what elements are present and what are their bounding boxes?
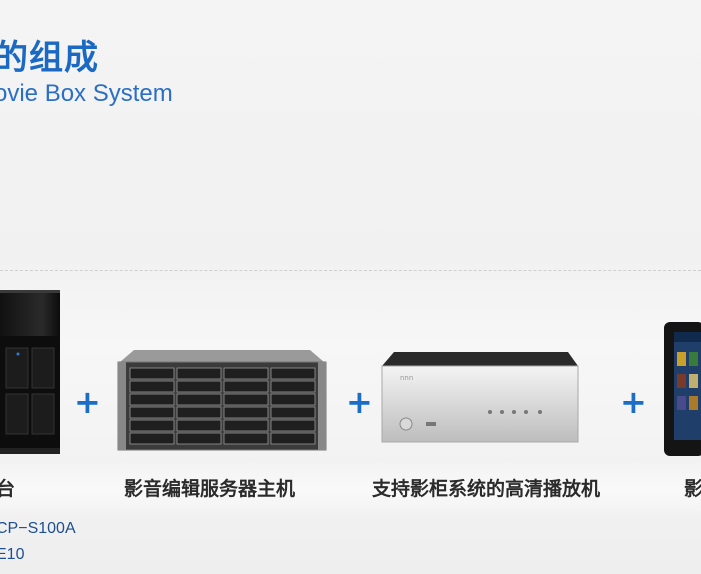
product-label-tablet: 影	[684, 478, 701, 500]
svg-text:nnn: nnn	[400, 374, 413, 382]
rack-server-image	[117, 350, 327, 451]
plus-sign-3: +	[620, 383, 647, 421]
slide-title-chinese: 的组成	[0, 38, 99, 78]
tablet-image	[664, 322, 701, 456]
plus-sign-1: +	[74, 383, 101, 421]
spec-edition: E10	[0, 546, 25, 563]
slide-title-english: ovie Box System	[0, 80, 173, 107]
product-label-edit-server: 影音编辑服务器主机	[124, 478, 296, 500]
divider-line	[0, 270, 701, 271]
spec-model: CP−S100A	[0, 520, 76, 537]
plus-sign-2: +	[346, 383, 373, 421]
product-label-platform: 台	[0, 478, 16, 500]
cloud-platform-server-image	[0, 290, 60, 454]
display-shelf	[0, 460, 701, 520]
product-label-hd-player: 支持影柜系统的高清播放机	[372, 478, 601, 500]
hd-player-image: nnn	[381, 352, 579, 443]
